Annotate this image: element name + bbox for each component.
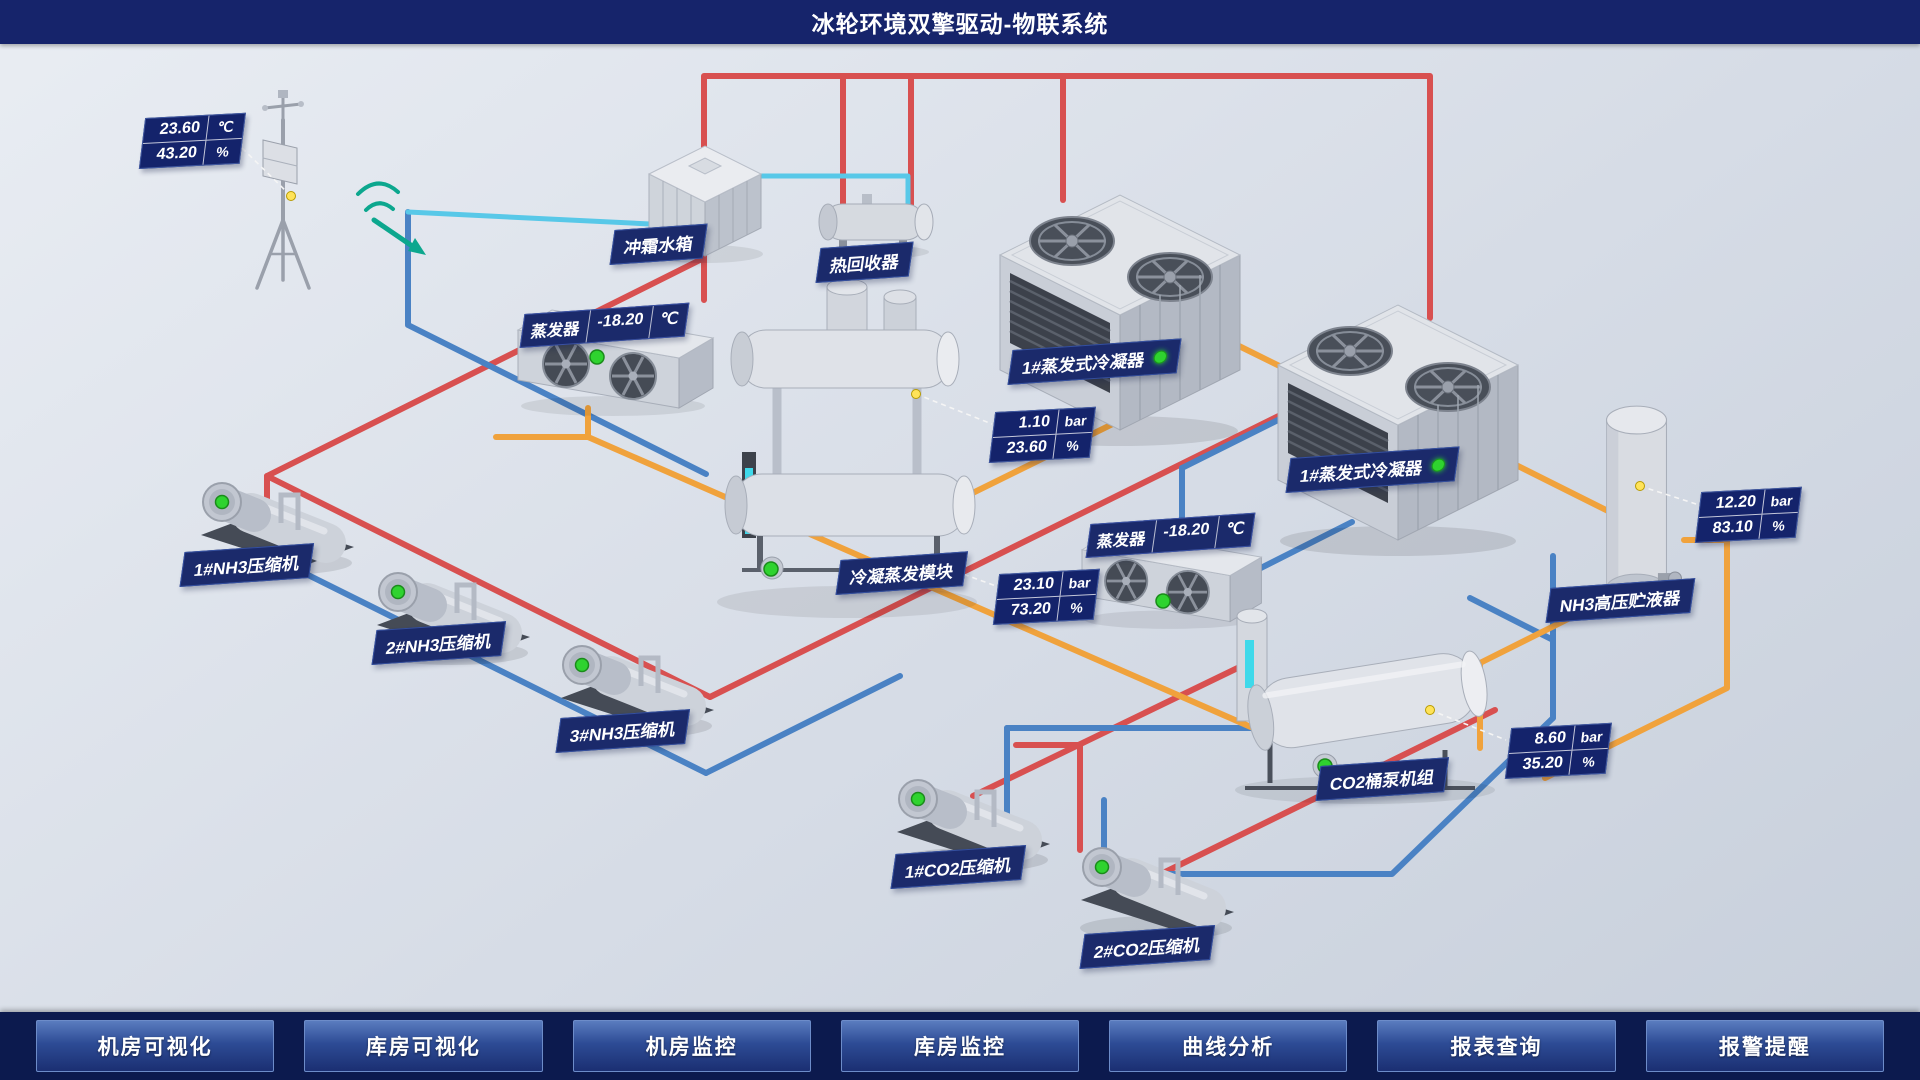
- leader-weather: [241, 147, 292, 197]
- nav-alarm-reminder[interactable]: 报警提醒: [1645, 1020, 1884, 1072]
- nh3-receiver[interactable]: [1595, 405, 1682, 608]
- module-pump-status-dot: [763, 561, 779, 577]
- weather-sensor-dot: [286, 191, 296, 201]
- pipe-red-nh3-header: [264, 473, 713, 700]
- defrost-tank[interactable]: [646, 145, 764, 264]
- pipe-blue-right-diag: [1101, 715, 1556, 877]
- evapL-status-dot: [589, 349, 605, 365]
- bottom-nav: 机房可视化 库房可视化 机房监控 库房监控 曲线分析 报表查询 报警提醒: [0, 1012, 1920, 1080]
- evaporative-condenser-2[interactable]: [1278, 305, 1518, 556]
- leader-receiver: [1639, 485, 1697, 505]
- nh3-compressor-2[interactable]: [376, 573, 530, 665]
- pipe-cyan-tank-left: [405, 209, 653, 227]
- pipe-blue-station-module: [405, 209, 709, 477]
- cond-evap-module[interactable]: [717, 278, 977, 618]
- pipe-blue-module-return: [703, 673, 903, 776]
- weather-station[interactable]: [255, 90, 311, 290]
- co2-pump-status-dot: [1317, 758, 1333, 774]
- co2-compressor-2[interactable]: [1080, 848, 1234, 940]
- evaporative-condenser-1[interactable]: [1000, 195, 1240, 446]
- pipe-cyan-tank-hr: [749, 173, 911, 211]
- leader-module-top: [915, 393, 993, 425]
- nav-machine-room-visual[interactable]: 机房可视化: [36, 1020, 275, 1072]
- receiver-sensor-dot: [1635, 481, 1645, 491]
- nh3-compressor-1[interactable]: [200, 483, 354, 575]
- module-bottom-sensor-dot: [925, 557, 935, 567]
- wifi-signal-icon: [356, 181, 426, 255]
- pipe-red-co2-elbow: [1013, 742, 1083, 853]
- evaporator-right[interactable]: [1080, 529, 1263, 631]
- pipe-red-discharge-main: [707, 395, 1318, 700]
- heat-recovery-unit[interactable]: [818, 193, 934, 260]
- co2-sensor-dot: [1425, 705, 1435, 715]
- nav-machine-room-monitor[interactable]: 机房监控: [572, 1020, 811, 1072]
- evaporator-left[interactable]: [516, 308, 715, 418]
- nav-warehouse-monitor[interactable]: 库房监控: [840, 1020, 1080, 1072]
- nav-report-query[interactable]: 报表查询: [1377, 1020, 1616, 1072]
- title-bar: 冰轮环境双擎驱动-物联系统: [0, 0, 1920, 44]
- nav-warehouse-visual[interactable]: 库房可视化: [304, 1020, 543, 1072]
- module-top-sensor-dot: [911, 389, 921, 399]
- cyan-pipes: [405, 173, 911, 227]
- page-title: 冰轮环境双擎驱动-物联系统: [811, 11, 1109, 37]
- leader-co2: [1429, 709, 1507, 741]
- evapR-status-dot: [1155, 593, 1171, 609]
- nav-curve-analysis[interactable]: 曲线分析: [1109, 1020, 1348, 1072]
